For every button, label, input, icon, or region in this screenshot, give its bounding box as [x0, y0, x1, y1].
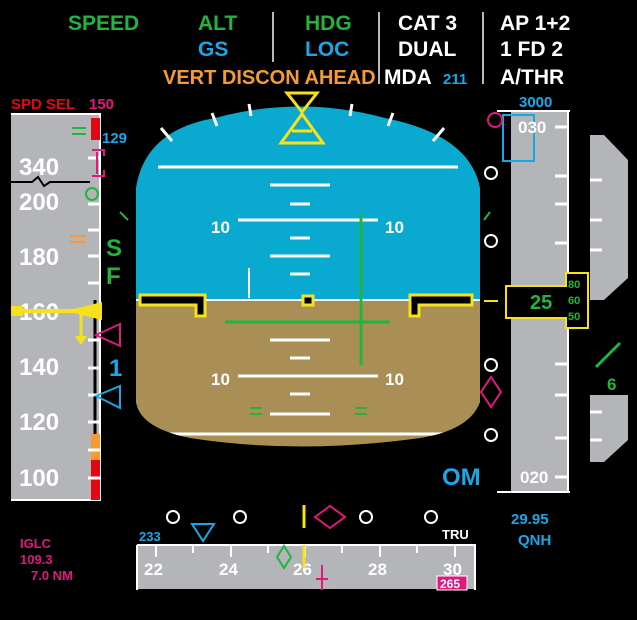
track-readout-box — [436, 575, 468, 591]
speed-marker-f: F — [106, 263, 121, 290]
green-dot-speed — [85, 187, 99, 201]
track-readout: 265 — [440, 577, 460, 591]
heading-label-24: 24 — [219, 560, 238, 579]
pitch-label-10-down-right: 10 — [385, 370, 404, 389]
speed-label-120: 120 — [19, 409, 59, 436]
target-altitude-box — [502, 114, 535, 162]
fma-cat-3: CAT 3 — [398, 12, 457, 35]
altitude-readout-hundreds: 25 — [530, 292, 552, 314]
speed-trend-value: 1 — [109, 355, 122, 382]
ground — [136, 300, 480, 447]
ils-info: IGLC 109.3 7.0 NM — [20, 536, 73, 583]
altitude-ticks — [555, 125, 568, 479]
marker-beacon-om: OM — [442, 464, 481, 491]
pitch-ladder-ground — [158, 320, 458, 436]
vsi-ticks — [590, 178, 602, 442]
selected-heading: 233 — [139, 529, 161, 544]
vsi-lower-scale — [590, 395, 628, 462]
spd-sel-label: SPD SEL — [11, 96, 75, 113]
vsi-upper-scale — [590, 135, 628, 300]
fma-alt-mode: ALT — [198, 12, 237, 35]
pitch-label-10-up-right: 10 — [385, 218, 404, 237]
vsi-needle — [594, 341, 622, 369]
speed-trend-bracket — [92, 149, 105, 177]
lateral-deviation-scale — [166, 510, 438, 524]
altitude-drum-80: 80 — [568, 279, 580, 291]
altitude-tape: 3000 030 020 25 80 60 50 — [487, 94, 589, 493]
fma-mda-value: 211 — [443, 71, 467, 88]
ils-frequency: 109.3 — [20, 552, 53, 567]
pitch-label-10-down-left: 10 — [211, 370, 230, 389]
fma-dual: DUAL — [398, 38, 456, 61]
pitch-ladder-sky — [158, 165, 458, 276]
roll-pointer — [278, 91, 326, 145]
fma-mda-label: MDA — [384, 66, 432, 89]
roll-tick-green-right — [483, 211, 491, 221]
fma-speed-mode: SPEED — [68, 12, 139, 35]
altitude-drum-60: 60 — [568, 295, 580, 307]
baro-setting: 29.95 — [511, 511, 549, 528]
selected-heading-bug — [190, 523, 216, 543]
speed-label-140: 140 — [19, 354, 59, 381]
ils-ident: IGLC — [20, 536, 52, 551]
baro-units: QNH — [518, 532, 551, 549]
heading-reference-true: TRU — [442, 527, 469, 542]
altitude-drum-50: 50 — [568, 311, 580, 323]
vmax-break-line — [11, 175, 90, 188]
stall-band — [91, 448, 100, 500]
ils-dme: 7.0 NM — [31, 568, 73, 583]
alpha-prot-band — [91, 434, 100, 460]
altitude-label-030: 030 — [518, 118, 546, 137]
vls-triangle — [93, 384, 121, 410]
localizer-diamond — [313, 504, 347, 530]
aircraft-symbol — [138, 293, 474, 318]
fma-message-vert-discon: VERT DISCON AHEAD — [163, 67, 376, 89]
heading-label-30: 30 — [443, 560, 462, 579]
fma-autothrust: A/THR — [500, 66, 564, 89]
vertical-speed-indicator: 6 — [590, 135, 628, 462]
target-speed-triangle — [93, 322, 121, 348]
heading-label-28: 28 — [368, 560, 387, 579]
radio-altitude: 2440 — [283, 450, 336, 477]
fma-flight-director: 1 FD 2 — [500, 38, 563, 61]
top-speed-readout: 129 — [102, 130, 127, 147]
attitude-indicator: 10 10 10 10 2440 — [119, 91, 503, 491]
glideslope-diamond — [479, 375, 503, 409]
altitude-alert-circle — [487, 112, 503, 128]
heading-label-22: 22 — [144, 560, 163, 579]
roll-tick-green-left — [119, 211, 129, 221]
fma-autopilot: AP 1+2 — [500, 12, 570, 35]
pitch-label-10-up-left: 10 — [211, 218, 230, 237]
heading-label-26: 26 — [293, 560, 312, 579]
overspeed-band — [91, 118, 100, 140]
vmax-box — [11, 150, 71, 180]
speed-marker-s: S — [106, 235, 122, 262]
flight-mode-annunciator: SPEED ALT GS HDG LOC CAT 3 DUAL MDA 211 … — [68, 12, 570, 89]
altitude-label-020: 020 — [520, 468, 548, 487]
ils-course-pointer — [316, 565, 328, 590]
vertical-speed-value: 6 — [607, 375, 616, 394]
track-diamond — [275, 544, 293, 570]
roll-scale — [159, 103, 446, 142]
speed-label-200: 200 — [19, 189, 59, 216]
speed-label-180: 180 — [19, 244, 59, 271]
localizer-scale — [484, 166, 498, 442]
fma-loc-mode: LOC — [305, 38, 349, 61]
spd-sel-value: 150 — [89, 96, 114, 113]
current-speed-reference — [11, 302, 102, 345]
target-altitude: 3000 — [519, 94, 552, 111]
heading-tape: 233 TRU 22 24 26 28 30 265 — [136, 504, 476, 591]
vmax-readout: 340 — [19, 154, 59, 181]
altitude-readout-window — [505, 272, 589, 329]
speed-label-100: 100 — [19, 465, 59, 492]
speed-tape: SPD SEL 150 200 180 160 140 120 1 — [11, 96, 127, 501]
fma-gs-mode: GS — [198, 38, 228, 61]
fma-hdg-mode: HDG — [305, 12, 352, 35]
